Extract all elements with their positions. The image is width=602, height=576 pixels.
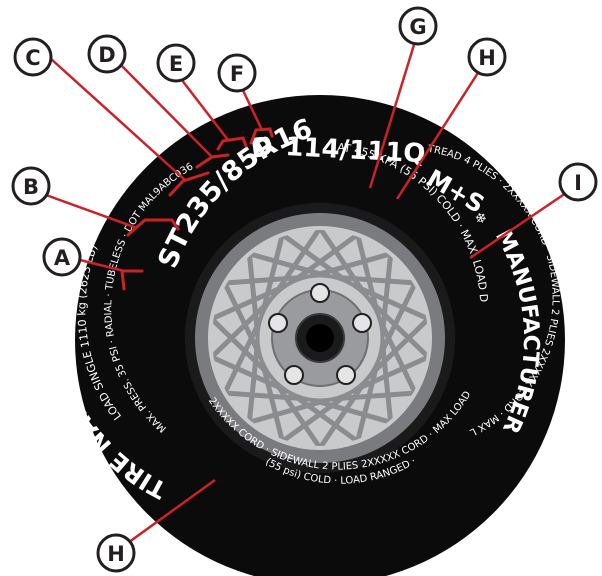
callout-A: A: [44, 239, 80, 275]
svg-text:F: F: [230, 62, 244, 86]
svg-text:G: G: [409, 15, 426, 39]
svg-text:C: C: [25, 46, 40, 70]
svg-text:B: B: [23, 175, 39, 199]
callout-G: G: [400, 8, 436, 44]
callout-H-bottom: H: [98, 535, 134, 571]
svg-text:H: H: [107, 542, 125, 566]
callout-I: I: [560, 164, 596, 200]
svg-text:I: I: [574, 171, 582, 195]
svg-text:D: D: [98, 43, 115, 67]
callout-F: F: [219, 55, 255, 91]
callout-D: D: [89, 36, 125, 72]
callout-B: B: [13, 168, 49, 204]
callout-C: C: [15, 39, 51, 75]
svg-text:H: H: [478, 46, 496, 70]
callout-H-top: H: [469, 39, 505, 75]
callout-E: E: [158, 45, 194, 81]
svg-text:A: A: [54, 246, 71, 270]
svg-text:E: E: [169, 52, 183, 76]
